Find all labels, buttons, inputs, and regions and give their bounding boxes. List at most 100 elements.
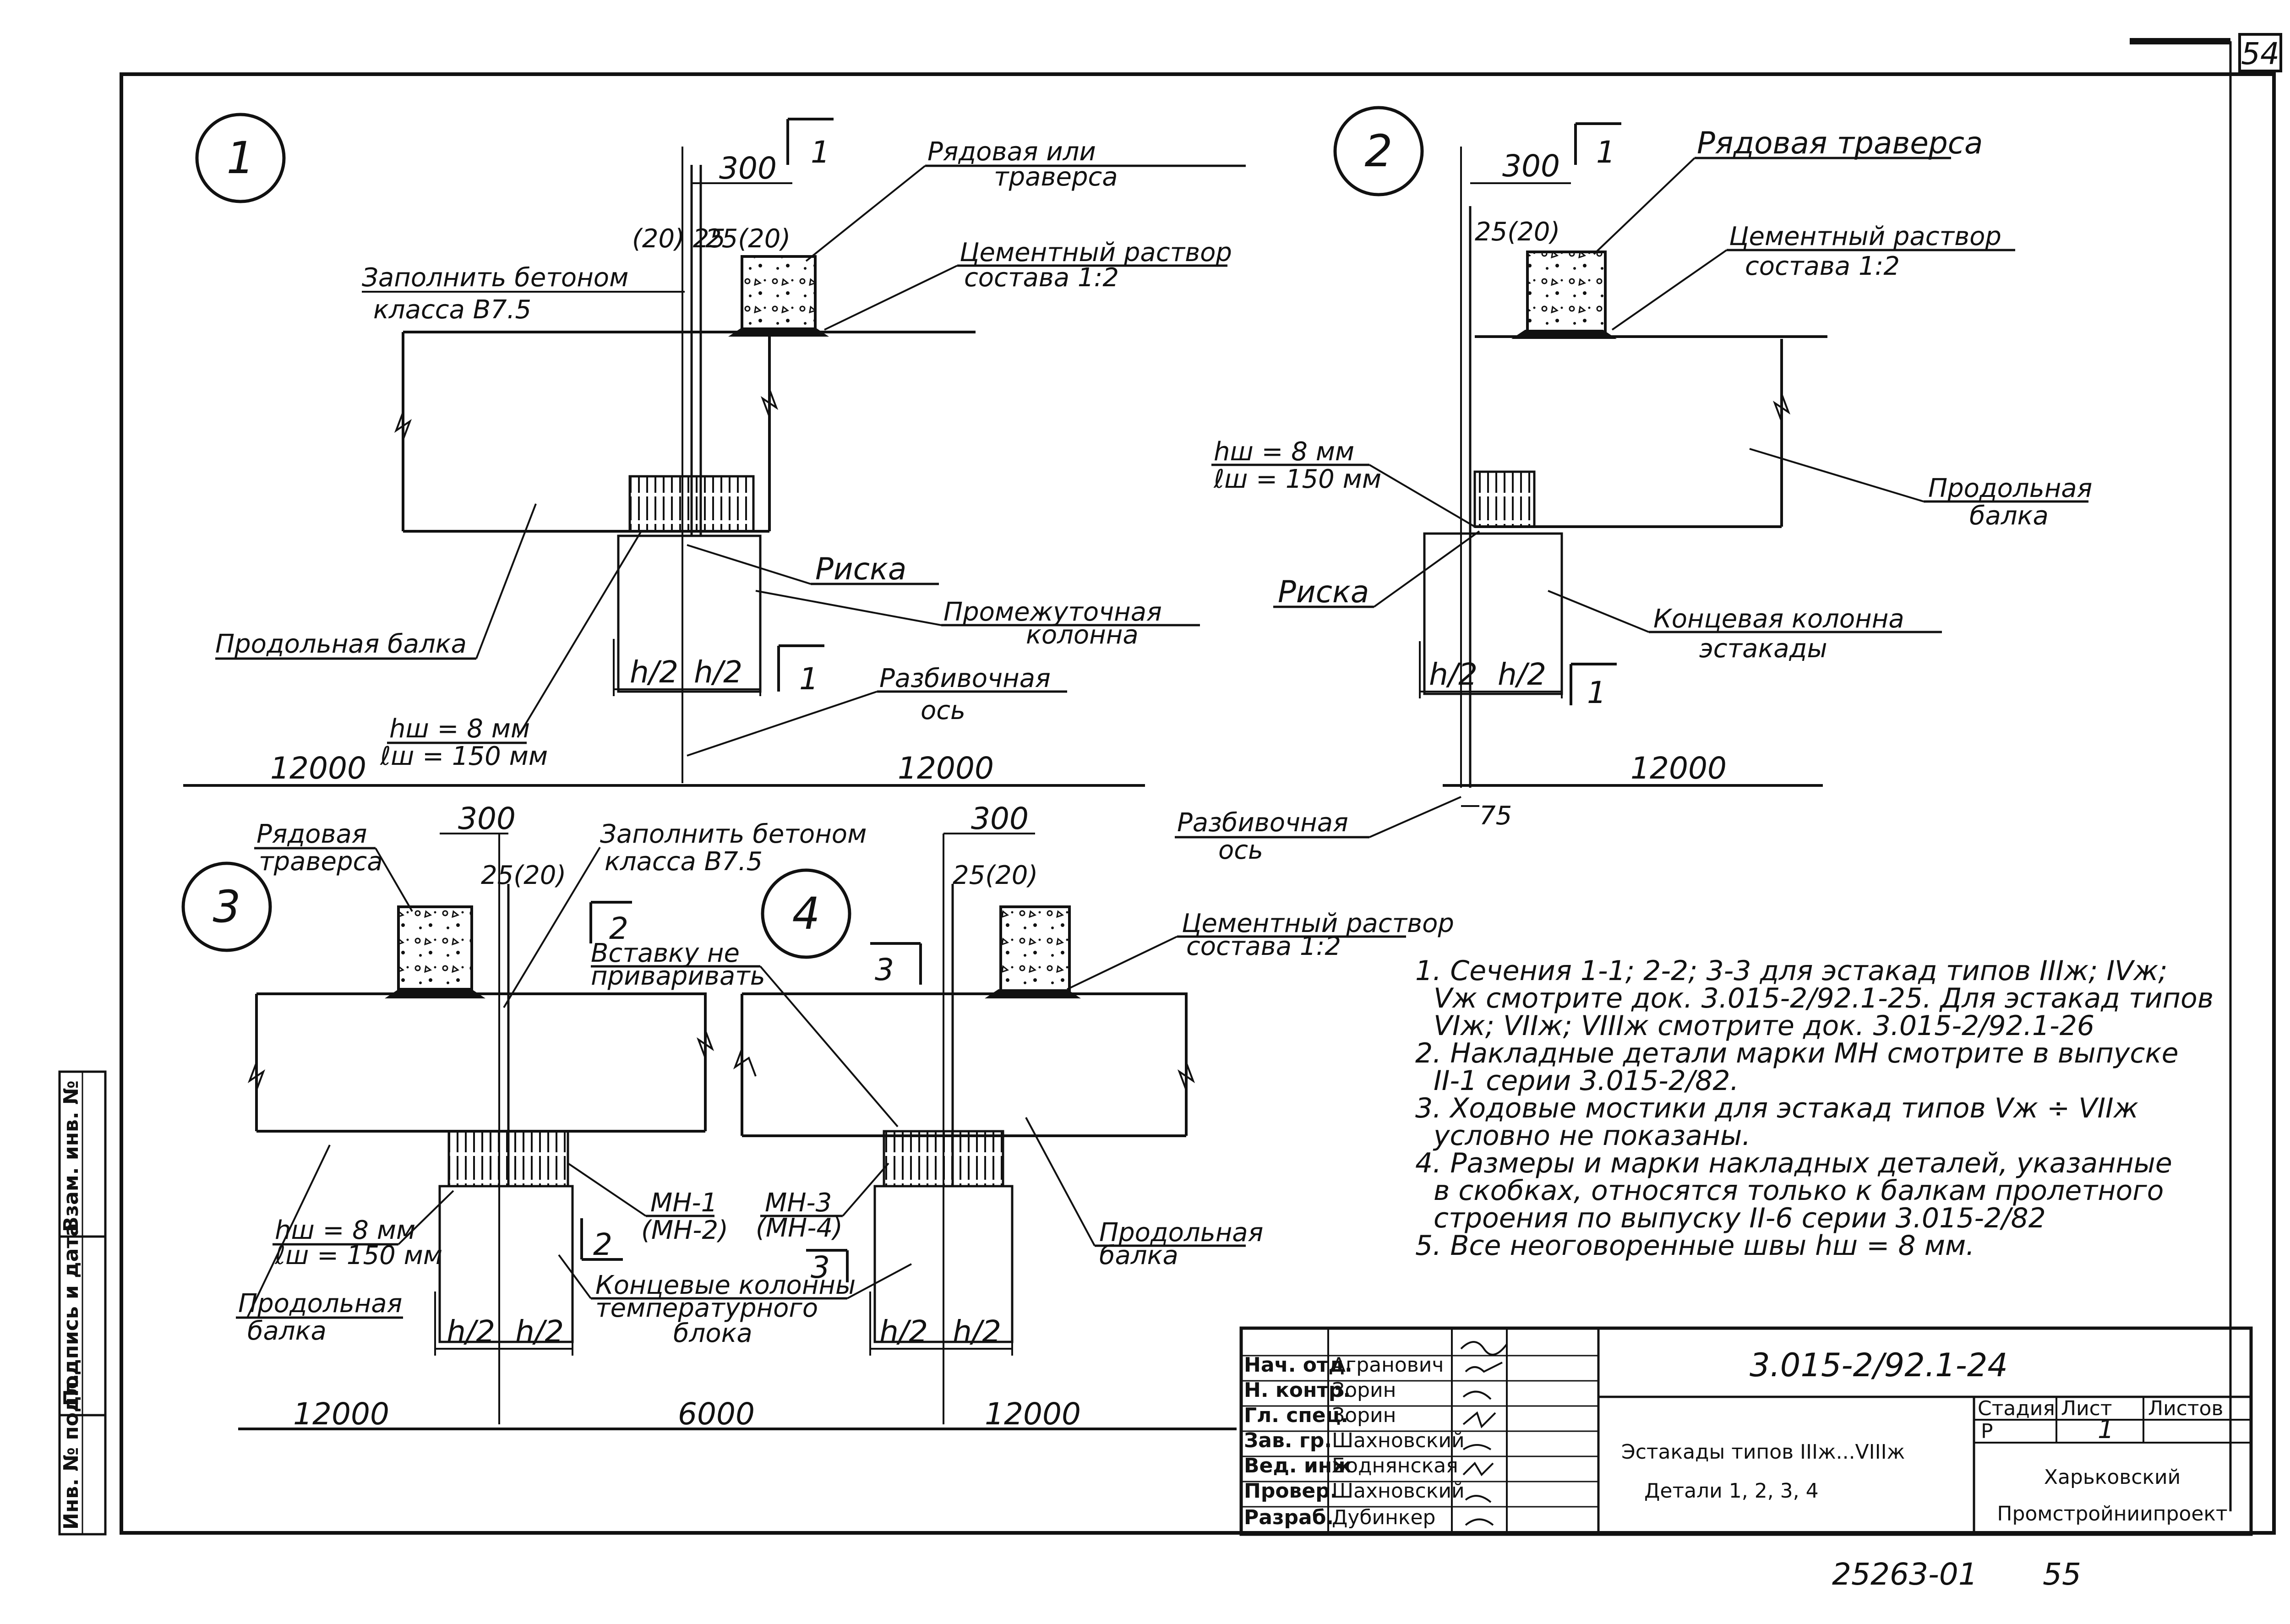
view-1-column — [617, 534, 762, 693]
view-1-section-top: 1 — [811, 135, 830, 170]
view-1-mortar-label-2: состава 1:2 — [964, 263, 1119, 293]
view-2-beam-label-2: балка — [1969, 501, 2049, 531]
view-2-traverse — [1526, 251, 1607, 336]
stamp-name-3: Зорин — [1332, 1404, 1396, 1427]
stamp-role-3: Гл. спец. — [1244, 1404, 1348, 1427]
view-3-weld-2: ℓш = 150 мм — [274, 1241, 442, 1270]
view-3-fill-label-1: Заполнить бетоном — [600, 819, 867, 849]
note-line-6: 3. Ходовые мостики для эстакад типов Vж … — [1415, 1092, 2138, 1124]
view-4-traverse — [999, 905, 1071, 993]
view-2-mortar-label-1: Цементный раствор — [1729, 222, 2001, 251]
view-4-number-circle — [761, 868, 851, 959]
view-4-columns-label-1: Концевые колонны — [595, 1270, 856, 1300]
view-2-column — [1423, 532, 1563, 695]
view-1-weld-2: ℓш = 150 мм — [380, 741, 548, 771]
view-2-overlay-plates — [1473, 470, 1536, 528]
view-3-traverse-label-1: Рядовая — [256, 819, 367, 849]
stamp-name-5: Боднянская — [1332, 1454, 1458, 1477]
view-3-beam-label-1: Продольная — [238, 1289, 402, 1319]
view-2-dim-side: 25(20) — [1475, 217, 1560, 247]
view-1-beam-label: Продольная балка — [215, 629, 467, 659]
view-1-half-left: h/2 — [630, 654, 678, 690]
view-2: 2 300 25(20) 1 Рядовая траверса Цементны… — [1175, 106, 2092, 865]
view-4-mortar-label-1: Цементный раствор — [1182, 909, 1454, 938]
stamp-title-1: Эстакады типов IIIж...VIIIж — [1621, 1440, 1905, 1464]
note-line-11: 5. Все неоговоренные швы hш = 8 мм. — [1415, 1230, 1974, 1262]
view-1-dim-left: (20) 25 — [632, 224, 725, 254]
view-3-traverse — [397, 905, 473, 991]
note-line-5: II-1 серии 3.015-2/82. — [1434, 1065, 1739, 1097]
stamp-title-2: Детали 1, 2, 3, 4 — [1644, 1479, 1819, 1503]
view-4-number: 4 — [792, 888, 820, 939]
view-3-traverse-label-2: траверса — [259, 847, 383, 877]
view-2-axis-label-1: Разбивочная — [1177, 808, 1348, 838]
note-line-2: Vж смотрите док. 3.015-2/92.1-25. Для эс… — [1434, 982, 2214, 1014]
view-3-insert-label-2: приваривать — [591, 961, 765, 991]
view-2-span: 12000 — [1630, 751, 1727, 786]
view-1-axis-label-2: ось — [921, 696, 965, 725]
view-3-section-top: 2 — [609, 911, 628, 946]
stamp-role-2: Н. контр. — [1244, 1379, 1351, 1402]
view-1-column-label-2: колонна — [1026, 620, 1139, 650]
view-2-section-bottom: 1 — [1587, 675, 1606, 710]
note-line-3: VIж; VIIж; VIIIж смотрите док. 3.015-2/9… — [1434, 1010, 2094, 1042]
view-4-beam-label-2: балка — [1099, 1241, 1178, 1270]
view-4-columns-label-3: блока — [673, 1319, 752, 1348]
view-2-weld-1: hш = 8 мм — [1214, 437, 1354, 467]
view-3-weld-1: hш = 8 мм — [275, 1215, 415, 1245]
view-1-mortar-label-1: Цементный раствор — [960, 238, 1232, 267]
title-block: Нач. отд. Агранович Н. контр. Зорин Гл. … — [1239, 1326, 2253, 1536]
stamp-sheet-label: Лист — [2061, 1397, 2112, 1420]
bottom-span-right: 12000 — [985, 1396, 1081, 1432]
view-2-risk-label: Риска — [1278, 574, 1369, 610]
view-3-beam-outline — [255, 992, 707, 1133]
stamp-doc-code: 3.015-2/92.1-24 — [1750, 1346, 2008, 1384]
view-1-dim-right: 25(20) — [705, 224, 791, 254]
stamp-org-2: Промстройниипроект — [1997, 1502, 2227, 1526]
side-stamp: Инв. № подл. Подпись и дата Взам. инв. № — [58, 1070, 107, 1536]
view-3-number-circle — [181, 861, 272, 952]
view-1-span-left: 12000 — [270, 751, 366, 786]
page-number: 54 — [2241, 36, 2279, 71]
side-stamp-sign: Подпись и дата — [60, 1223, 83, 1406]
view-1-beam-outline — [402, 331, 976, 533]
view-3-dim-300: 300 — [458, 801, 516, 836]
view-3-beam-label-2: балка — [247, 1316, 327, 1346]
view-1-section-bottom: 1 — [799, 661, 818, 697]
note-line-7: условно не показаны. — [1433, 1120, 1750, 1152]
view-3-fill-label-2: класса В7.5 — [605, 847, 763, 877]
view-2-traverse-label: Рядовая траверса — [1697, 125, 1983, 161]
view-1-traverse-label-1: Рядовая или — [927, 137, 1096, 167]
stamp-name-4: Шахновский — [1332, 1429, 1465, 1452]
view-1-half-right: h/2 — [694, 654, 742, 690]
view-2-beam-label-1: Продольная — [1928, 474, 2092, 503]
view-4: 4 300 25(20) 3 Цементный раствор состава… — [238, 801, 1454, 1432]
view-4-columns-label-2: температурного — [595, 1293, 818, 1323]
archive-number: 25263-01 — [1832, 1557, 1978, 1592]
view-1-span-right: 12000 — [898, 751, 994, 786]
view-1-axis-label-1: Разбивочная — [879, 664, 1051, 693]
view-4-half-left: h/2 — [879, 1314, 928, 1349]
view-2-number-circle — [1333, 106, 1424, 196]
view-4-beam-outline — [741, 992, 1188, 1137]
note-line-10: строения по выпуску II-6 серии 3.015-2/8… — [1434, 1202, 2046, 1234]
view-4-mark-1: МН-3 — [765, 1188, 832, 1218]
view-2-axis-label-2: ось — [1218, 835, 1263, 865]
view-4-section-bottom: 3 — [811, 1250, 830, 1285]
view-2-mortar-label-2: состава 1:2 — [1745, 251, 1900, 281]
stamp-org-1: Харьковский — [2044, 1466, 2181, 1489]
note-line-4: 2. Накладные детали марки МН смотрите в … — [1415, 1037, 2179, 1069]
note-line-9: в скобках, относятся только к балкам про… — [1434, 1175, 2164, 1207]
view-4-dim-300: 300 — [971, 801, 1029, 836]
stamp-role-4: Зав. гр. — [1244, 1429, 1332, 1452]
view-4-section-top: 3 — [875, 952, 894, 987]
signature-rows: Нач. отд. Агранович Н. контр. Зорин Гл. … — [1241, 1341, 1598, 1529]
view-1-weld-1: hш = 8 мм — [389, 714, 530, 744]
view-4-dim-side: 25(20) — [953, 861, 1038, 890]
view-1-traverse — [741, 255, 817, 336]
stamp-role-1: Нач. отд. — [1244, 1353, 1352, 1377]
view-3-half-right: h/2 — [515, 1314, 564, 1349]
bottom-span-middle: 6000 — [678, 1396, 755, 1432]
view-3-insert-label-1: Вставку не — [591, 938, 740, 968]
